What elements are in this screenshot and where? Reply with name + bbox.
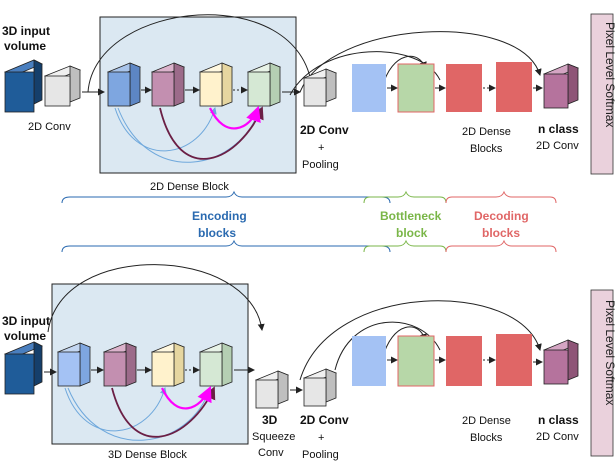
top-decoder-red-2 bbox=[496, 62, 532, 112]
bottleneck-label-1: Bottleneck bbox=[380, 209, 442, 223]
bottom-squeeze-block bbox=[254, 370, 290, 409]
bottom-softmax-bar bbox=[590, 289, 614, 457]
top-dense-cube-green bbox=[246, 62, 282, 107]
bottom-nclass-label-1: n class bbox=[538, 413, 579, 427]
top-dense-skip-blue-1 bbox=[114, 107, 217, 152]
bottom-dense-cube-green bbox=[198, 342, 234, 387]
top-dense-block-label: 2D Dense Block bbox=[150, 181, 229, 193]
bottleneck-brace-bottom bbox=[363, 239, 447, 253]
bottom-convpool-label-2: + bbox=[318, 432, 324, 444]
bottom-decoder-red-1 bbox=[446, 336, 482, 386]
bottom-input-cube bbox=[4, 341, 43, 395]
bottleneck-label-2: block bbox=[396, 226, 428, 240]
top-convpool-label-1: 2D Conv bbox=[300, 123, 349, 137]
bottom-dense-cube-pink bbox=[102, 342, 138, 387]
top-conv-block bbox=[43, 65, 82, 107]
top-input-label-1: 3D input bbox=[2, 24, 50, 38]
bottom-dense-skip-dark bbox=[111, 386, 216, 438]
bottom-softmax-label: Pixel Level Softmax bbox=[603, 300, 616, 405]
encoding-brace-top bbox=[61, 190, 391, 204]
bottom-dense-skip-pink bbox=[161, 385, 212, 410]
decoding-label-2: blocks bbox=[482, 226, 520, 240]
bottom-bottleneck-green bbox=[397, 335, 435, 387]
top-bottleneck-green bbox=[397, 63, 435, 113]
top-convpool-block bbox=[302, 68, 338, 107]
top-conv-label: 2D Conv bbox=[28, 121, 71, 133]
bottom-convpool-label-3: Pooling bbox=[302, 449, 339, 461]
top-softmax-bar bbox=[590, 13, 614, 175]
top-input-label-2: volume bbox=[4, 39, 46, 53]
bottom-skip-arc-outer bbox=[299, 300, 542, 381]
top-skip-arc-large bbox=[87, 14, 315, 93]
bottom-dense-skip-blue-2 bbox=[67, 387, 212, 441]
bottom-nclass-cube bbox=[542, 339, 580, 385]
bottom-nclass-label-2: 2D Conv bbox=[536, 431, 579, 443]
encoding-brace-bottom bbox=[61, 239, 391, 253]
top-decoder-red-1 bbox=[446, 64, 482, 112]
bottom-squeeze-label-3: Conv bbox=[258, 447, 284, 459]
top-dense-cube-pink bbox=[150, 62, 186, 107]
top-dense-skip-pink bbox=[209, 105, 261, 130]
top-convpool-label-2: + bbox=[318, 142, 324, 154]
legend: Encoding blocks Bottleneck block Decodin… bbox=[61, 190, 557, 253]
top-dense-skip-dark bbox=[159, 106, 264, 160]
encoding-label-1: Encoding bbox=[192, 209, 247, 223]
bottom-dense-skip-blue-1 bbox=[64, 387, 167, 432]
bottom-convpool-label-1: 2D Conv bbox=[300, 413, 349, 427]
top-nclass-label-1: n class bbox=[538, 122, 579, 136]
bottom-input-label-2: volume bbox=[4, 329, 46, 343]
top-softmax-label: Pixel Level Softmax bbox=[603, 22, 616, 127]
encoding-label-2: blocks bbox=[198, 226, 236, 240]
bottom-bottleneck-blue bbox=[352, 336, 386, 386]
bottom-decoder-label-1: 2D Dense bbox=[462, 415, 511, 427]
bottom-dense-cube-yellow bbox=[150, 342, 186, 387]
bottom-decoder-red-2 bbox=[496, 334, 532, 386]
top-nclass-cube bbox=[542, 63, 580, 109]
decoding-brace-bottom bbox=[445, 239, 557, 253]
bottom-input-label-1: 3D input bbox=[2, 314, 50, 328]
bottom-panel: 3D input volume bbox=[2, 264, 616, 461]
bottom-squeeze-label-1: 3D bbox=[262, 413, 278, 427]
bottleneck-brace-top bbox=[363, 190, 447, 204]
top-decoder-label-1: 2D Dense bbox=[462, 126, 511, 138]
top-convpool-label-3: Pooling bbox=[302, 159, 339, 171]
bottom-dense-block-label: 3D Dense Block bbox=[108, 449, 187, 461]
bottom-dense-cube-blue bbox=[56, 342, 92, 387]
decoding-label-1: Decoding bbox=[474, 209, 529, 223]
top-input-cube bbox=[4, 59, 43, 113]
top-bottleneck-blue bbox=[352, 64, 386, 112]
top-panel: 3D input volume 2D Conv bbox=[2, 13, 616, 193]
top-decoder-label-2: Blocks bbox=[470, 143, 503, 155]
top-dense-cube-blue bbox=[106, 62, 142, 107]
top-skip-arc-outer bbox=[299, 31, 542, 93]
decoding-brace-top bbox=[445, 190, 557, 204]
bottom-decoder-label-2: Blocks bbox=[470, 432, 503, 444]
bottom-squeeze-label-2: Squeeze bbox=[252, 431, 295, 443]
bottom-skip-arc-large bbox=[47, 264, 265, 333]
top-dense-cube-yellow bbox=[198, 62, 234, 107]
top-nclass-label-2: 2D Conv bbox=[536, 140, 579, 152]
bottom-convpool-block bbox=[302, 368, 338, 407]
